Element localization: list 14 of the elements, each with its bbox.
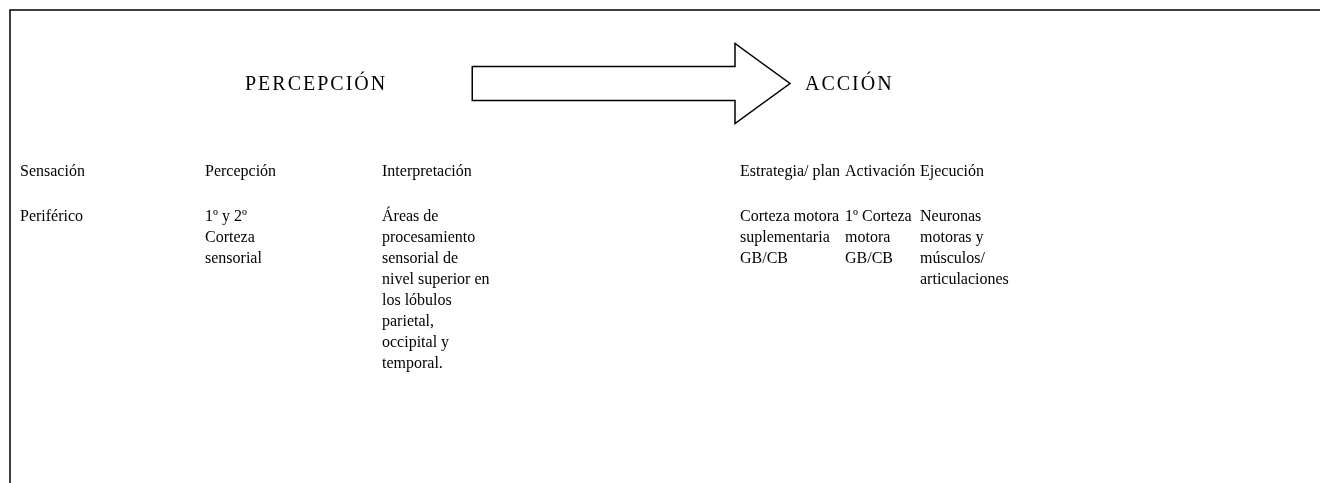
table-text: 1º Corteza motora GB/CB	[845, 206, 913, 268]
column-heading: Sensación	[20, 161, 86, 181]
heading-text: PERCEPCIÓN	[245, 72, 388, 95]
heading-text: ACCIÓN	[805, 72, 894, 95]
column-heading: Percepción	[205, 161, 278, 181]
column-heading: Ejecución	[920, 161, 985, 181]
block-arrow	[471, 42, 792, 125]
table-text: 1º y 2º Corteza sensorial	[205, 206, 263, 268]
table-text: Neuronas motoras y músculos/ articulaciones	[920, 206, 1010, 289]
column-heading: Interpretación	[382, 161, 473, 181]
table-text: Corteza motora suplementaria GB/CB	[740, 206, 840, 268]
table-text: Periférico	[20, 206, 85, 226]
table-text: Áreas de procesamiento sensorial de nivel superior en los lóbulos parietal, occipital y temporal.	[382, 205, 490, 373]
column-heading: Estrategia/ plan	[740, 161, 840, 181]
